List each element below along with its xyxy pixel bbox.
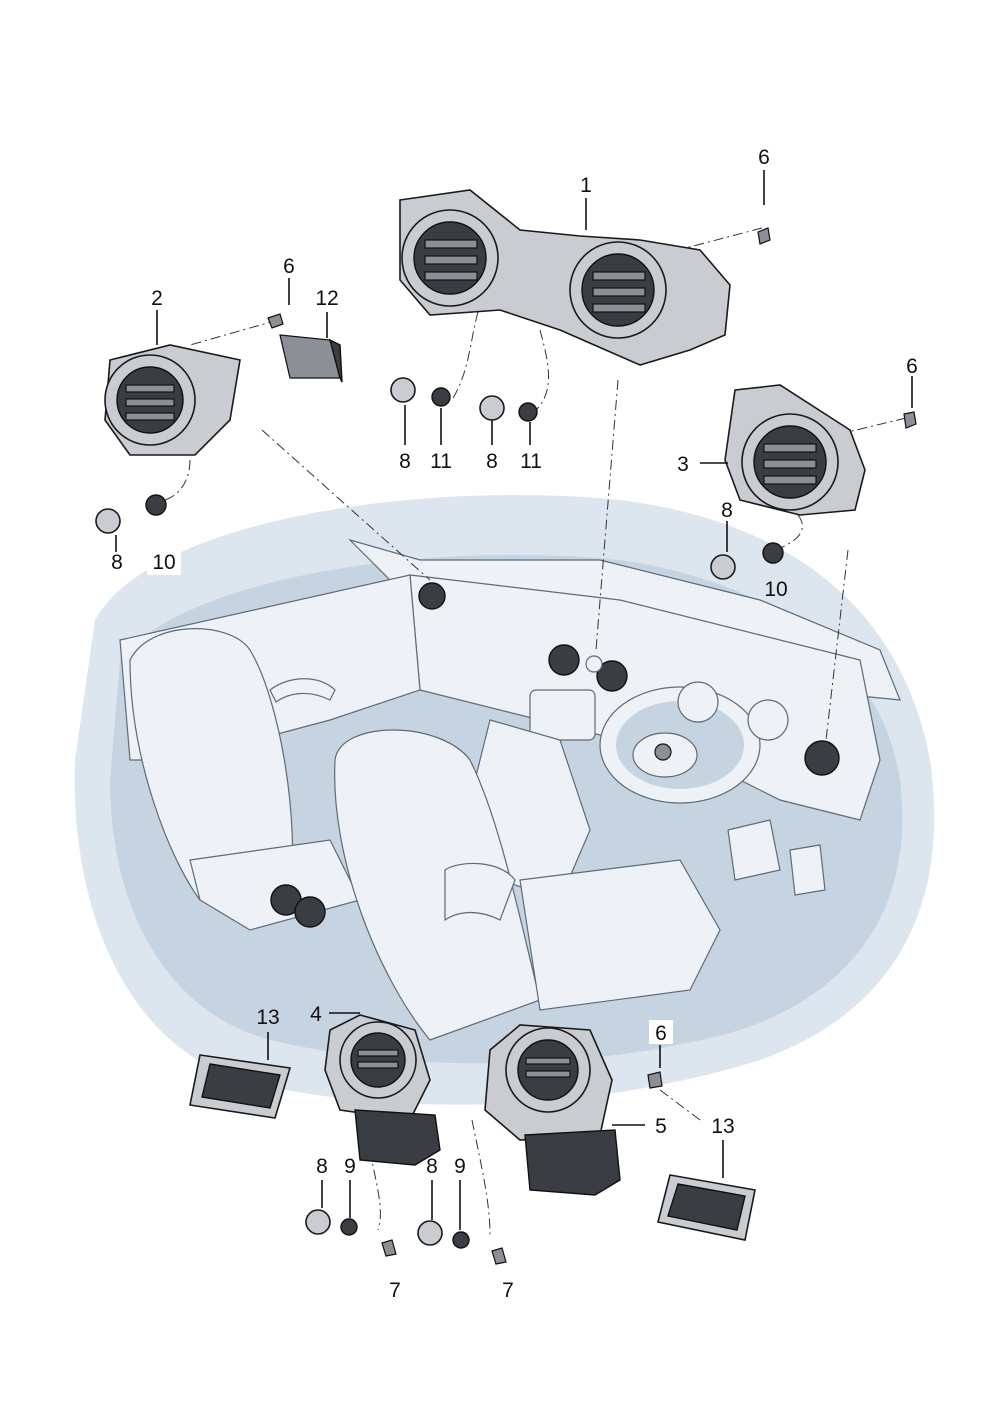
dash-vent-center-right-icon xyxy=(596,660,628,692)
ring-11-icon xyxy=(431,387,451,407)
rear-vent-right-icon xyxy=(294,896,326,928)
callout-7-left: 7 xyxy=(389,1279,401,1302)
callout-6-top: 6 xyxy=(758,146,770,169)
callout-9-right: 9 xyxy=(454,1155,466,1178)
callout-11-left: 11 xyxy=(430,450,452,473)
part-12-module xyxy=(279,334,343,383)
screw-6-icon xyxy=(903,411,917,429)
screw-7-icon xyxy=(491,1247,507,1265)
callout-10-right: 10 xyxy=(764,578,787,601)
callout-6-right: 6 xyxy=(906,355,918,378)
screw-6-icon xyxy=(757,227,771,245)
cap-8-icon xyxy=(417,1220,443,1246)
clip-9-icon xyxy=(340,1218,358,1236)
cap-8-icon xyxy=(390,377,416,403)
screw-6-icon xyxy=(267,313,284,329)
callout-3: 3 xyxy=(677,453,689,476)
callout-6-bottom: 6 xyxy=(655,1022,667,1045)
screw-7-icon xyxy=(381,1239,397,1257)
steering-wheel-icon xyxy=(599,686,761,804)
callout-7-right: 7 xyxy=(502,1279,514,1302)
callout-13-right: 13 xyxy=(711,1115,734,1138)
callout-11-right: 11 xyxy=(520,450,542,473)
part-3-right-vent xyxy=(724,384,866,516)
callout-6-left: 6 xyxy=(283,255,295,278)
cap-8-icon xyxy=(479,395,505,421)
ring-10-icon xyxy=(145,494,167,516)
fasteners xyxy=(95,227,917,1265)
callout-8-a: 8 xyxy=(399,450,411,473)
callout-10-left: 10 xyxy=(152,551,175,574)
callout-1: 1 xyxy=(580,174,592,197)
callout-12: 12 xyxy=(315,287,338,310)
ring-11-icon xyxy=(518,402,538,422)
part-4-rear-vent-left xyxy=(324,1014,441,1166)
part-13-grille-right xyxy=(657,1174,756,1241)
ring-10-icon xyxy=(762,542,784,564)
passenger-seat-icon xyxy=(334,729,721,1041)
callout-4: 4 xyxy=(310,1003,322,1026)
dash-vent-right-icon xyxy=(804,740,840,776)
car-interior-illustration xyxy=(74,495,935,1105)
clip-9-icon xyxy=(452,1231,470,1249)
brake-pedal-icon xyxy=(727,819,781,881)
dash-vent-left-icon xyxy=(418,582,446,610)
screw-6-icon xyxy=(647,1071,663,1089)
accelerator-pedal-icon xyxy=(789,844,826,896)
part-13-grille-left xyxy=(189,1054,292,1119)
callout-5: 5 xyxy=(655,1115,667,1138)
callout-8-c: 8 xyxy=(111,551,123,574)
callout-8-d: 8 xyxy=(721,499,733,522)
cap-8-icon xyxy=(95,508,121,534)
part-1-center-vent-assembly xyxy=(399,189,731,366)
cap-8-icon xyxy=(305,1209,331,1235)
cap-8-icon xyxy=(710,554,736,580)
callout-8-e: 8 xyxy=(316,1155,328,1178)
callout-9-left: 9 xyxy=(344,1155,356,1178)
callout-8-b: 8 xyxy=(486,450,498,473)
center-display-icon xyxy=(529,689,596,741)
callout-13-left: 13 xyxy=(256,1006,279,1029)
callout-labels: 1 2 3 4 5 6 6 6 6 7 7 8 8 8 8 8 8 9 9 10… xyxy=(111,146,918,1302)
leader-lines xyxy=(115,170,913,1230)
part-5-rear-vent-right xyxy=(484,1024,621,1196)
callout-2: 2 xyxy=(151,287,163,310)
callout-8-f: 8 xyxy=(426,1155,438,1178)
dash-vent-center-left-icon xyxy=(548,644,580,676)
part-2-left-vent xyxy=(104,344,241,456)
